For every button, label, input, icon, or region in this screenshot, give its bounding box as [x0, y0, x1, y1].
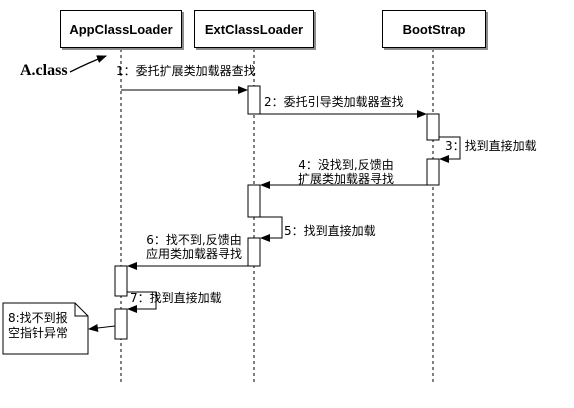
participant-boot: BootStrap: [382, 10, 486, 48]
arrow-7: [127, 291, 157, 313]
actor-arrow: [69, 55, 107, 73]
participant-app-label: AppClassLoader: [69, 21, 173, 37]
message-2-label: 2：委托引导类加载器查找: [264, 95, 404, 109]
activation-app-2: [114, 308, 128, 340]
activation-boot-1: [426, 113, 440, 141]
activation-ext-2: [247, 184, 261, 218]
message-4-line1: 4：没找到,反馈由: [298, 158, 394, 172]
arrow-3: [439, 136, 461, 163]
activation-ext-3: [247, 237, 261, 267]
message-4-label: 4：没找到,反馈由 扩展类加载器寻找: [288, 158, 404, 186]
message-4-line2: 扩展类加载器寻找: [297, 172, 394, 186]
participant-app: AppClassLoader: [60, 10, 182, 48]
arrow-5: [260, 216, 283, 242]
participant-ext: ExtClassLoader: [194, 10, 314, 48]
participant-boot-label: BootStrap: [402, 21, 466, 37]
message-7-label: 7：找到直接加载: [130, 291, 222, 305]
note-line1: 8:找不到报: [8, 311, 68, 325]
participant-ext-label: ExtClassLoader: [204, 21, 304, 37]
message-6-label: 6：找不到,反馈由 应用类加载器寻找: [136, 233, 252, 261]
note-text: 8:找不到报 空指针异常: [8, 311, 68, 341]
activation-ext-1: [247, 85, 261, 115]
message-5-label: 5：找到直接加载: [284, 224, 376, 238]
arrow-8: [88, 323, 116, 332]
message-3-label: 3：找到直接加载: [445, 139, 537, 153]
activation-app-1: [114, 265, 128, 297]
message-1-label: 1：委托扩展类加载器查找: [116, 64, 256, 78]
actor-label: A.class: [20, 62, 68, 79]
message-6-line2: 应用类加载器寻找: [145, 247, 242, 261]
note-shape: [2, 302, 89, 355]
message-6-line1: 6：找不到,反馈由: [146, 233, 242, 247]
note-line2: 空指针异常: [8, 326, 69, 340]
note-fold: [74, 303, 88, 317]
activation-boot-2: [426, 158, 440, 186]
